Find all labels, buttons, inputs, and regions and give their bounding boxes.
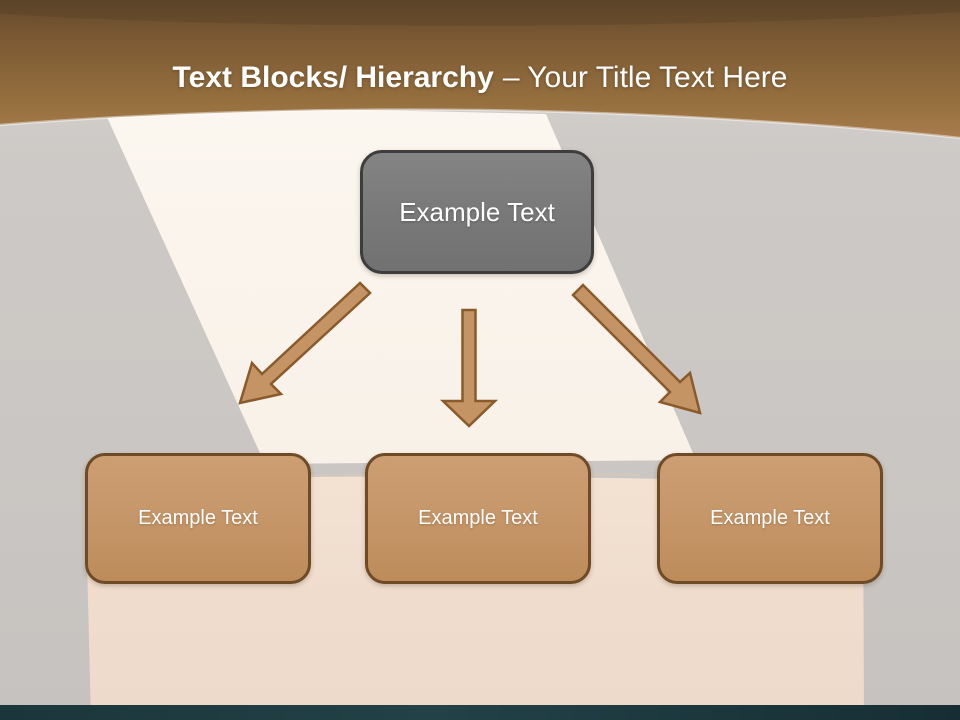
hierarchy-root-label: Example Text [399,196,555,227]
hierarchy-child-label-3: Example Text [710,507,830,529]
arrow-down-left-icon [238,281,372,405]
header-band [0,0,960,140]
arrow-down-right-icon [571,283,702,415]
footer-bar [0,705,960,720]
hierarchy-child-box-1: Example Text [85,453,311,584]
hierarchy-child-label-2: Example Text [418,507,538,529]
hierarchy-root-box: Example Text [360,150,594,274]
title-regular-text: – Your Title Text Here [502,61,788,94]
slide-title: Text Blocks/ Hierarchy – Your Title Text… [0,56,960,100]
hierarchy-child-box-2: Example Text [365,453,591,584]
arrow-down-icon [439,308,499,428]
title-bold-text: Text Blocks/ Hierarchy [172,61,494,94]
hierarchy-child-label-1: Example Text [138,507,258,529]
hierarchy-child-box-3: Example Text [657,453,883,584]
